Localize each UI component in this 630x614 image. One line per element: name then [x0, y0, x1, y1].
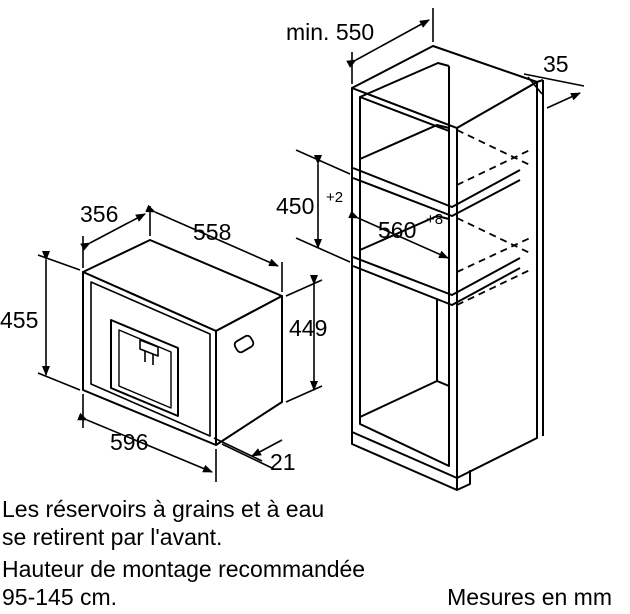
note-reservoirs: Les réservoirs à grains et à eau — [2, 496, 325, 522]
note-mounting-range: 95-145 cm. — [2, 584, 118, 610]
label-front-thickness: 21 — [270, 449, 296, 475]
coffee-machine — [82, 239, 283, 446]
cabinet-inner-frame — [359, 96, 450, 467]
shelf-lower — [352, 256, 521, 296]
label-appliance-body-height: 449 — [289, 315, 327, 341]
dimension-lines — [37, 8, 585, 482]
shelf-upper — [352, 167, 521, 208]
units-label: Mesures en mm — [447, 584, 612, 610]
label-niche-height-tolerance: +2 — [326, 189, 343, 206]
cabinet-front-frame — [351, 87, 458, 479]
shelf-niche-bottom — [352, 265, 521, 306]
tall-cabinet — [351, 45, 544, 491]
label-side-gap: 35 — [543, 51, 569, 77]
coffee-spout — [139, 339, 159, 357]
cabinet-plinth — [351, 432, 458, 491]
label-cabinet-depth: min. 550 — [286, 19, 374, 45]
note-removal: se retirent par l'avant. — [2, 524, 223, 550]
label-niche-width: 560 — [378, 217, 416, 243]
label-niche-height: 450 — [276, 193, 314, 219]
label-niche-width-tolerance: +8 — [426, 211, 443, 228]
appliance-side — [215, 295, 283, 446]
hidden-edges — [456, 129, 531, 306]
label-appliance-height: 455 — [0, 307, 38, 333]
label-appliance-body-width: 558 — [193, 219, 231, 245]
shelf-niche-top — [352, 177, 521, 217]
label-appliance-width: 596 — [110, 429, 148, 455]
label-appliance-depth: 356 — [80, 201, 118, 227]
appliance-handle — [233, 334, 255, 354]
note-mounting-height: Hauteur de montage recommandée — [2, 556, 366, 582]
